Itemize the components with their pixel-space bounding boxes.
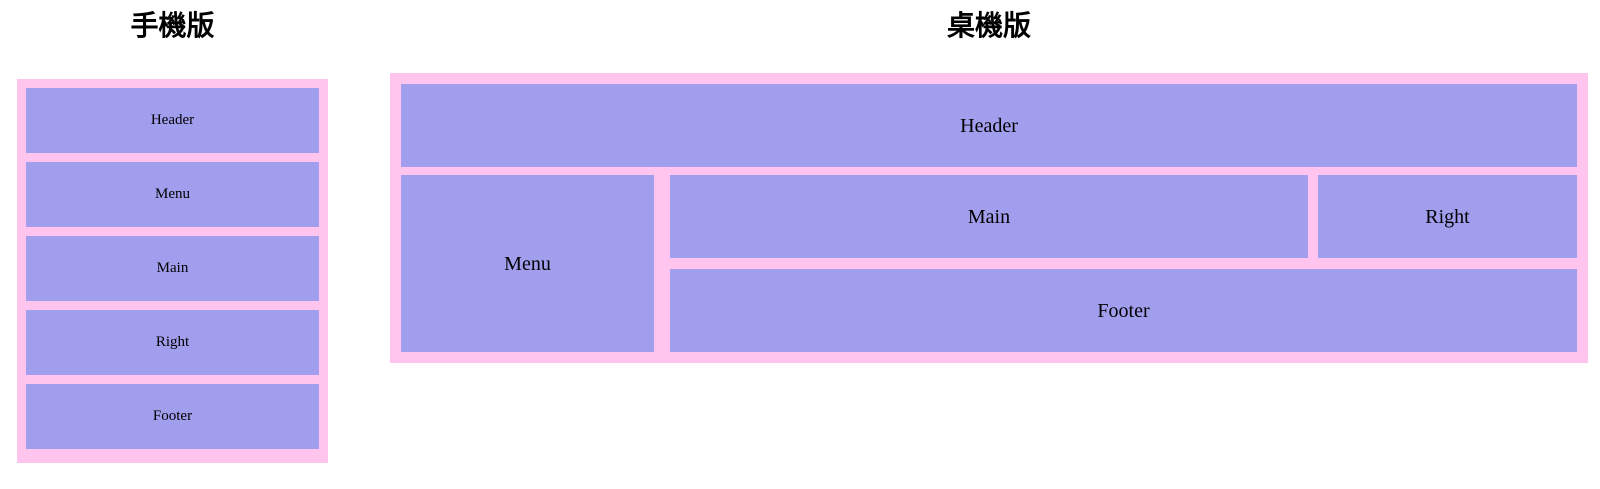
desktop-block-menu: Menu	[401, 175, 654, 352]
desktop-block-header: Header	[401, 84, 1577, 167]
mobile-block-header: Header	[26, 88, 319, 153]
mobile-block-main: Main	[26, 236, 319, 301]
mobile-block-footer: Footer	[26, 384, 319, 449]
mobile-block-header-label: Header	[150, 112, 195, 128]
mobile-block-right: Right	[26, 310, 319, 375]
desktop-block-right-label: Right	[1425, 205, 1470, 228]
desktop-block-main-label: Main	[967, 205, 1011, 228]
desktop-layout-title: 桌機版	[946, 10, 1031, 41]
desktop-block-footer-label: Footer	[1097, 299, 1150, 322]
desktop-block-right: Right	[1318, 175, 1577, 258]
mobile-layout-container: Header Menu Main Right Footer	[17, 79, 328, 463]
mobile-block-menu: Menu	[26, 162, 319, 227]
desktop-block-footer: Footer	[670, 269, 1577, 352]
mobile-layout-title: 手機版	[130, 10, 215, 41]
desktop-block-menu-label: Menu	[504, 252, 551, 275]
desktop-layout-container: Header Menu Main Right Footer	[390, 73, 1588, 363]
mobile-block-menu-label: Menu	[155, 186, 190, 202]
desktop-block-header-label: Header	[960, 114, 1018, 137]
mobile-block-main-label: Main	[156, 260, 189, 276]
mobile-block-right-label: Right	[155, 334, 190, 350]
mobile-block-footer-label: Footer	[152, 408, 193, 424]
desktop-block-main: Main	[670, 175, 1308, 258]
